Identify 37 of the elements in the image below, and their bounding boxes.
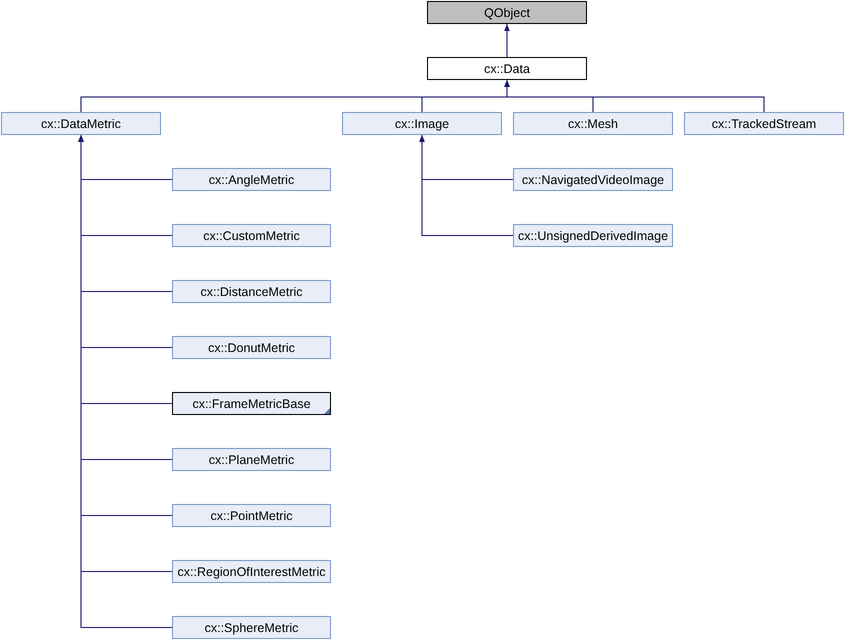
class-box <box>1 112 161 135</box>
class-box <box>172 224 331 247</box>
class-box <box>684 112 844 135</box>
class-box <box>342 112 502 135</box>
inheritance-arrow <box>504 24 510 58</box>
class-box <box>172 504 331 527</box>
class-name: cx::SphereMetric <box>204 620 298 634</box>
class-box <box>172 616 331 639</box>
class-name: cx::PointMetric <box>210 508 292 522</box>
inheritance-arrow <box>504 80 764 112</box>
class-name: cx::DataMetric <box>41 116 121 130</box>
class-name: cx::FrameMetricBase <box>192 396 311 410</box>
class-name: cx::Mesh <box>568 116 618 130</box>
class-box <box>172 560 331 583</box>
class-name: cx::TrackedStream <box>712 116 816 130</box>
class-box <box>427 1 587 24</box>
class-name: cx::DistanceMetric <box>200 284 303 298</box>
class-box <box>172 168 331 191</box>
class-name: cx::CustomMetric <box>203 228 300 242</box>
class-name: cx::AngleMetric <box>208 172 294 186</box>
class-box <box>513 168 673 191</box>
class-name: cx::UnsignedDerivedImage <box>518 228 668 242</box>
class-box <box>427 57 587 80</box>
class-name: cx::Data <box>484 62 530 76</box>
class-name: cx::NavigatedVideoImage <box>522 172 664 186</box>
class-box <box>172 448 331 471</box>
class-box <box>172 280 331 303</box>
inheritance-arrow <box>419 134 514 236</box>
class-name: cx::PlaneMetric <box>208 452 294 466</box>
class-box <box>513 224 673 247</box>
class-name: cx::DonutMetric <box>208 340 295 354</box>
class-name: cx::RegionOfInterestMetric <box>178 564 326 578</box>
class-box <box>172 392 331 415</box>
class-name: cx::Image <box>394 116 450 130</box>
class-name: QObject <box>484 6 530 20</box>
class-box <box>513 112 673 135</box>
class-box <box>172 336 331 359</box>
